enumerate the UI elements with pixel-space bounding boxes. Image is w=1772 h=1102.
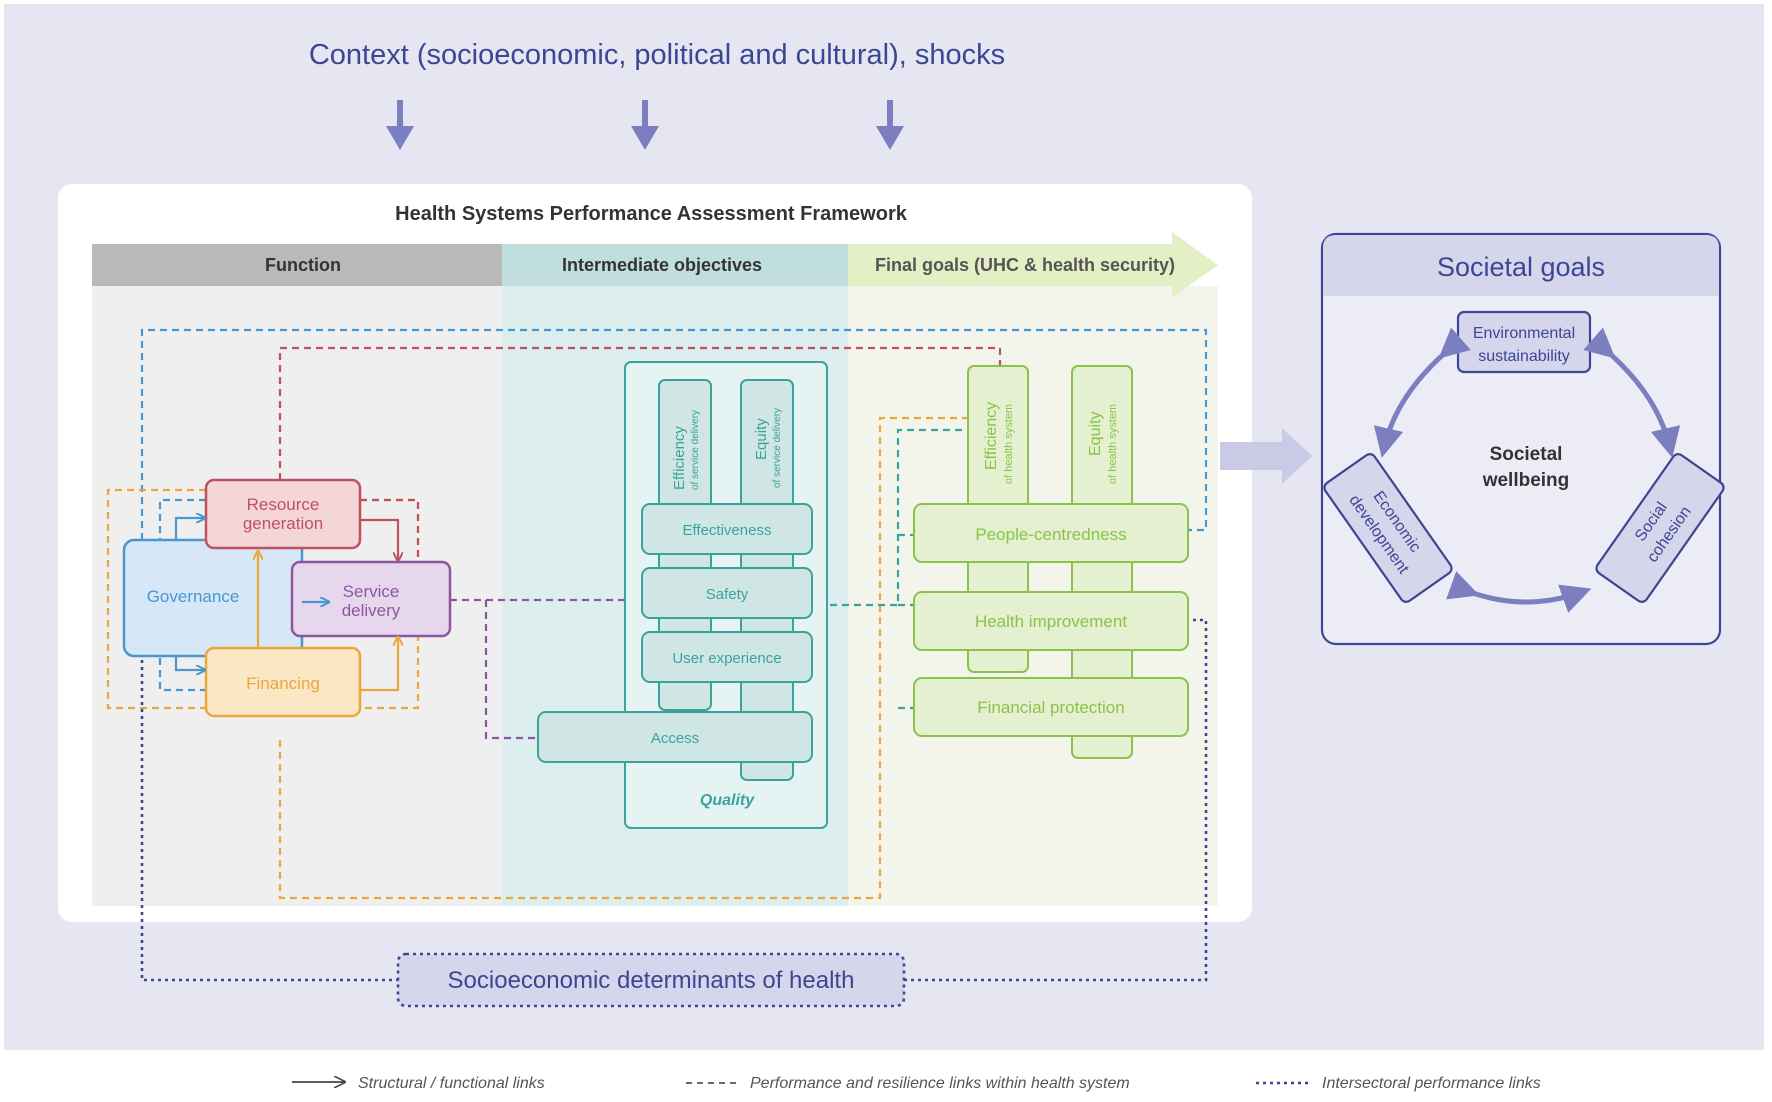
people-centredness-label: People-centredness [975, 525, 1126, 544]
legend-structural-label: Structural / functional links [358, 1075, 545, 1092]
framework-title: Health Systems Performance Assessment Fr… [395, 203, 908, 225]
societal-arrow [1220, 428, 1312, 484]
environmental-label-2: sustainability [1478, 348, 1570, 365]
efficiency-system-text: Efficiency of health system [983, 402, 1015, 484]
determinants-label: Socioeconomic determinants of health [448, 967, 855, 994]
intermediate-header-label: Intermediate objectives [562, 255, 762, 275]
equity-system-text: Equity of health system [1087, 404, 1119, 484]
societal-goals-title: Societal goals [1437, 252, 1605, 282]
resource-generation-box: Resource generation [204, 478, 362, 550]
efficiency-system-label-1: Efficiency [983, 402, 1000, 470]
people-centredness-bar: People-centredness [913, 503, 1189, 563]
equity-service-text: Equity of service delivery [753, 408, 783, 488]
service-delivery-label-1: Service [343, 582, 400, 601]
environmental-label-1: Environmental [1473, 325, 1575, 342]
equity-service-label-2: of service delivery [772, 408, 783, 488]
resource-generation-label-2: generation [243, 514, 323, 533]
equity-system-label-1: Equity [1087, 412, 1104, 456]
resource-generation-label-1: Resource [247, 495, 320, 514]
efficiency-service-text: Efficiency of service delivery [671, 410, 701, 490]
cycle-arrows [1373, 327, 1681, 613]
performance-links [106, 328, 1208, 900]
effectiveness-label: Effectiveness [683, 522, 772, 539]
structural-links [174, 518, 398, 692]
financial-protection-label: Financial protection [977, 698, 1124, 717]
legend: Structural / functional links Performanc… [292, 1075, 1541, 1092]
financial-protection-bar: Financial protection [913, 677, 1189, 737]
environmental-box: Environmental sustainability [1456, 310, 1592, 374]
determinants-box: Socioeconomic determinants of health [396, 952, 906, 1008]
legend-performance-label: Performance and resilience links within … [750, 1075, 1130, 1092]
societal-wellbeing-label-1: Societal [1490, 444, 1563, 465]
context-title: Context (socioeconomic, political and cu… [309, 39, 1005, 71]
health-improvement-label: Health improvement [975, 612, 1127, 631]
access-label: Access [651, 730, 699, 747]
health-improvement-bar: Health improvement [913, 591, 1189, 651]
equity-system-label-2: of health system [1107, 404, 1119, 484]
intermediate-header [502, 244, 848, 286]
efficiency-service-label-1: Efficiency [671, 426, 688, 490]
final-header-label: Final goals (UHC & health security) [875, 255, 1175, 275]
function-header-label: Function [265, 255, 341, 275]
intersectoral-links [140, 618, 1208, 982]
governance-label: Governance [147, 587, 240, 606]
efficiency-system-label-2: of health system [1003, 404, 1015, 484]
function-header [92, 244, 502, 286]
service-delivery-label-2: delivery [342, 601, 401, 620]
efficiency-service-label-2: of service delivery [690, 410, 701, 490]
effectiveness-bar: Effectiveness [641, 503, 813, 555]
service-delivery-box: Service delivery [290, 560, 452, 638]
legend-intersectoral-label: Intersectoral performance links [1322, 1075, 1541, 1092]
context-arrows [386, 100, 904, 150]
societal-goals-panel: Societal goals [1320, 232, 1722, 646]
safety-bar: Safety [641, 567, 813, 619]
governance-box: Governance [122, 538, 304, 658]
equity-service-label-1: Equity [753, 418, 770, 460]
safety-label: Safety [706, 586, 749, 603]
financing-label: Financing [246, 674, 320, 693]
final-header-arrow [848, 232, 1218, 298]
quality-label: Quality [700, 792, 755, 809]
user-experience-label: User experience [672, 650, 781, 667]
user-experience-bar: User experience [641, 631, 813, 683]
societal-wellbeing-label-2: wellbeing [1482, 470, 1570, 491]
financing-box: Financing [204, 646, 362, 718]
access-bar: Access [537, 711, 813, 763]
